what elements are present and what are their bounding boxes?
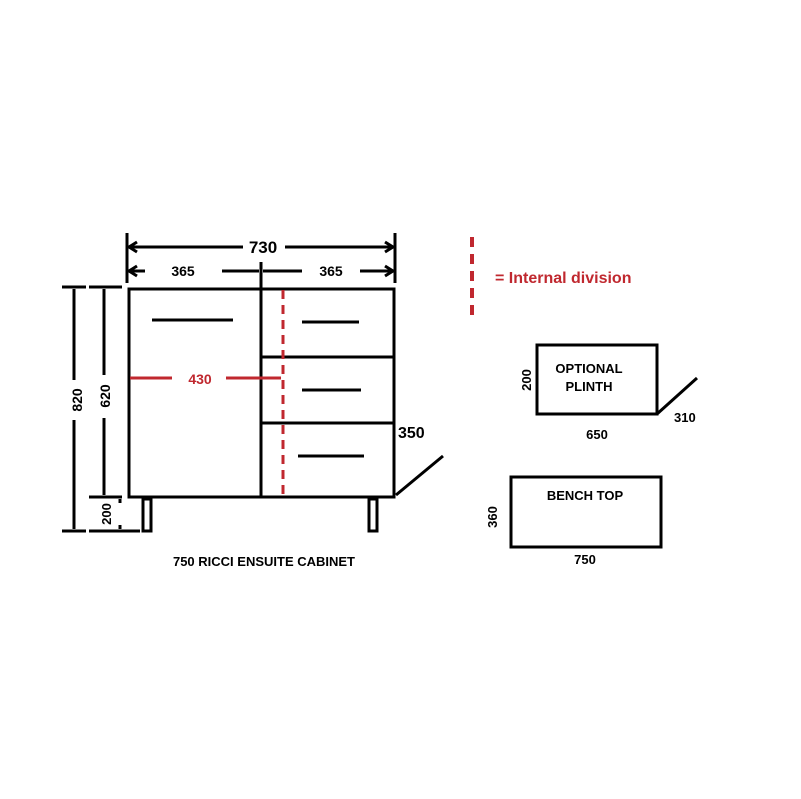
plinth-depth-label: 310 (674, 410, 696, 425)
right-width-label: 365 (319, 263, 343, 279)
body-height-label: 620 (97, 384, 113, 408)
plinth-width-label: 650 (586, 427, 608, 442)
legend-label: = Internal division (495, 270, 631, 287)
cabinet-legs (141, 497, 379, 533)
door-handles (152, 318, 364, 458)
left-width-label: 365 (171, 263, 195, 279)
bench-top-label: BENCH TOP (547, 488, 624, 503)
depth-label: 350 (398, 425, 425, 442)
split-width-dimension (126, 262, 396, 292)
total-height-label: 820 (69, 388, 85, 412)
right-leg (367, 497, 379, 533)
overall-width-label: 730 (249, 238, 277, 257)
overall-width-dimension (125, 233, 397, 283)
plinth-label-line2: PLINTH (566, 379, 613, 394)
bench-top-height-label: 360 (485, 506, 500, 528)
depth-indicator (392, 425, 444, 497)
internal-depth-label: 430 (188, 371, 212, 387)
cabinet-caption: 750 RICCI ENSUITE CABINET (173, 554, 355, 569)
plinth-label-line1: OPTIONAL (555, 361, 622, 376)
plinth-drawing (535, 343, 699, 416)
bench-top-drawing (509, 475, 663, 549)
plinth-height-label: 200 (519, 369, 534, 391)
bench-top-width-label: 750 (574, 552, 596, 567)
leg-height-label: 200 (99, 503, 114, 525)
height-dimensions (62, 285, 140, 533)
left-leg (141, 497, 153, 533)
